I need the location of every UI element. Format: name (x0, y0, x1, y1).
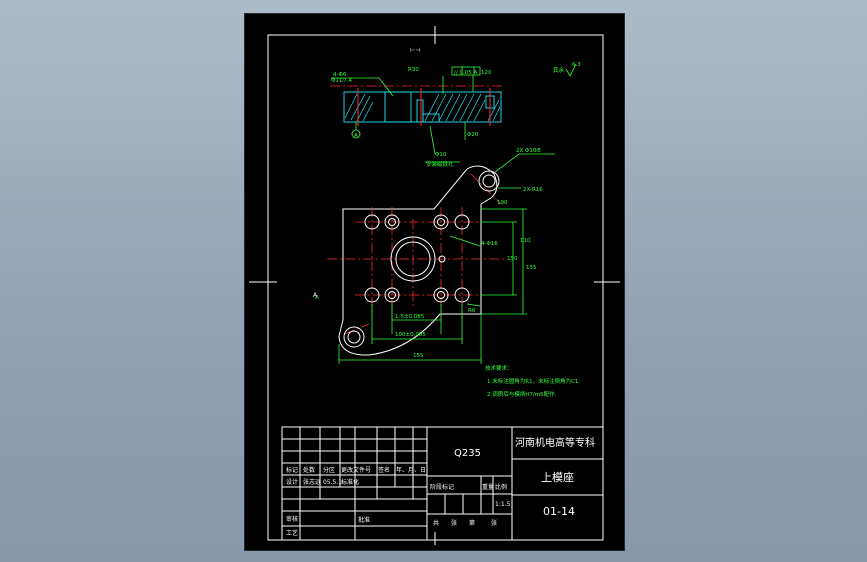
dim-190: 190 (497, 200, 508, 206)
tech-req-title: 技术要求： (485, 364, 513, 372)
scale-label: 比例 (495, 483, 507, 491)
datum-label: A (354, 133, 358, 139)
drawing-sheet: A ⊢⊣ 4-Φ6 Φ11⁄7.4 R30 Φ10 Φ20 120 // 0.0… (244, 13, 625, 551)
dim-155-h: 155 (413, 353, 424, 359)
sheets-index-label: 第 (469, 519, 475, 527)
sheets-unit-label-2: 张 (491, 519, 497, 527)
sheets-total-label: 共 (433, 519, 439, 527)
dim-2x-r16: 2X-R16 (523, 187, 543, 193)
title-block (281, 426, 604, 541)
designer-name: 张志远 (303, 478, 321, 486)
dim-110: 110 (520, 238, 531, 244)
material-label: Q235 (454, 448, 481, 459)
drawing-number: 01-14 (543, 505, 575, 518)
magnet-hole-note: 安装磁铁孔 (426, 160, 454, 168)
dim-phi10: Φ10 (435, 152, 447, 158)
rev-label-mark: 标记 (286, 466, 298, 474)
rev-label-sign: 签名 (378, 466, 390, 474)
dim-r30: R30 (408, 67, 419, 73)
scale-value: 1:1.5 (495, 501, 511, 508)
rev-label-count: 处数 (303, 466, 315, 474)
dim-counterbore: Φ11⁄7.4 (331, 78, 352, 84)
dim-155-v: 155 (526, 265, 537, 271)
svg-text:A: A (313, 292, 318, 299)
tolerance-frame: // 0.05 A (454, 70, 477, 76)
rev-label-file: 更改文件号 (341, 466, 371, 474)
rev-label-date: 年、月、日 (396, 466, 426, 474)
roughness-icon (565, 63, 577, 77)
dim-4-holes: 4-Φ6 (333, 72, 347, 78)
tech-req-item-2: 2.调质后与模柄H7/m6配作. (487, 390, 557, 398)
roughness-value: 6.3 (572, 62, 581, 68)
review-label: 审核 (286, 515, 298, 523)
weight-label: 重量 (482, 483, 494, 491)
dim-r6: R6 (468, 308, 476, 314)
tech-req-item-1: 1.未标注圆角为R1，未标注倒角为C1. (487, 377, 580, 385)
drawing-frame (267, 34, 604, 541)
dim-2x-phi10: 2X Φ10⁄8 (516, 148, 541, 154)
process-label: 工艺 (286, 529, 298, 537)
surface-other-label: 其余 (553, 66, 565, 74)
dim-150: 150 (507, 256, 518, 262)
dim-4-phi16: 4-Φ16 (481, 241, 498, 247)
dim-tol-a: 1:5±0.085 (395, 314, 425, 320)
svg-text:⊢⊣: ⊢⊣ (410, 47, 420, 54)
dim-tol-b: 100±0.085 (395, 332, 426, 338)
dim-phi20: Φ20 (467, 132, 479, 138)
dim-120: 120 (481, 70, 492, 76)
school-name: 河南机电高等专科 (515, 436, 595, 449)
stage-mark-label: 阶段标记 (430, 483, 454, 491)
approve-label: 批准 (358, 516, 370, 524)
plan-section-marker: A (315, 295, 319, 301)
standardization-label: 标准化 (341, 478, 359, 486)
design-label: 设计 (286, 478, 298, 486)
cad-drawing: A ⊢⊣ 4-Φ6 Φ11⁄7.4 R30 Φ10 Φ20 120 // 0.0… (249, 26, 620, 545)
plan-view: A (313, 153, 555, 364)
sheets-unit-label-1: 张 (451, 519, 457, 527)
part-name: 上模座 (541, 470, 574, 484)
design-date: 05.5.1 (323, 479, 342, 486)
rev-label-zone: 分区 (323, 466, 335, 474)
section-view: A ⊢⊣ (330, 47, 505, 163)
